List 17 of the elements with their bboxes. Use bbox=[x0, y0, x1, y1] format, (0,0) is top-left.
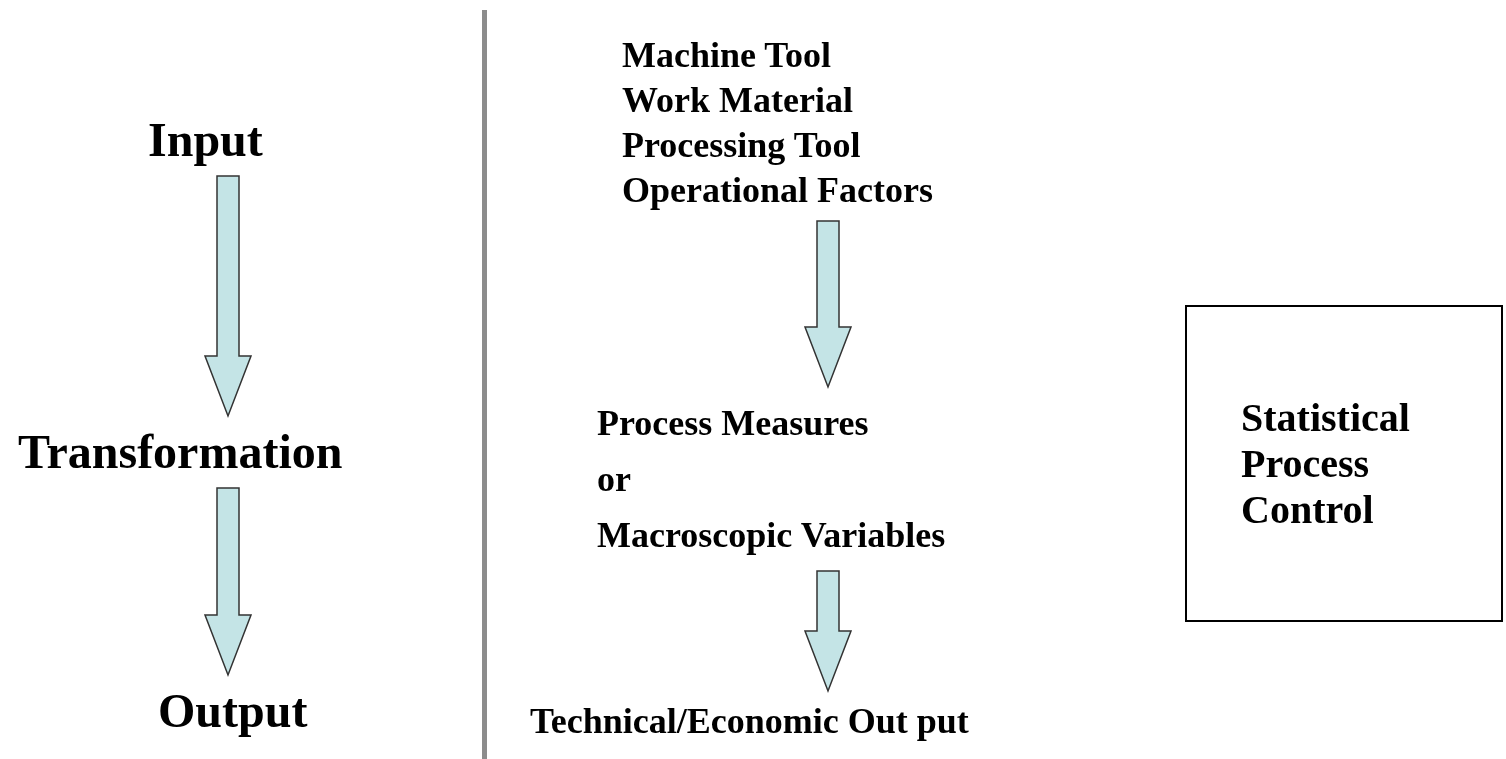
list-item: Processing Tool bbox=[622, 124, 862, 167]
stage-label: Output bbox=[158, 683, 308, 739]
list-item: Machine Tool bbox=[622, 34, 833, 77]
list-item: or bbox=[597, 458, 632, 501]
list-item: Operational Factors bbox=[622, 169, 933, 212]
list-item: Process Measures bbox=[597, 402, 870, 445]
stage-label: Transformation bbox=[18, 424, 343, 480]
output-label: Technical/Economic Out put bbox=[530, 699, 969, 743]
block-arrow bbox=[803, 220, 853, 390]
list-item: Work Material bbox=[622, 79, 854, 122]
block-arrow bbox=[203, 487, 253, 678]
block-arrow bbox=[203, 175, 253, 419]
block-arrow bbox=[803, 570, 853, 694]
stage-label: Input bbox=[148, 112, 263, 168]
process-box bbox=[1185, 305, 1503, 622]
box-label: Statistical Process Control bbox=[1241, 394, 1411, 533]
list-item: Macroscopic Variables bbox=[597, 514, 946, 557]
